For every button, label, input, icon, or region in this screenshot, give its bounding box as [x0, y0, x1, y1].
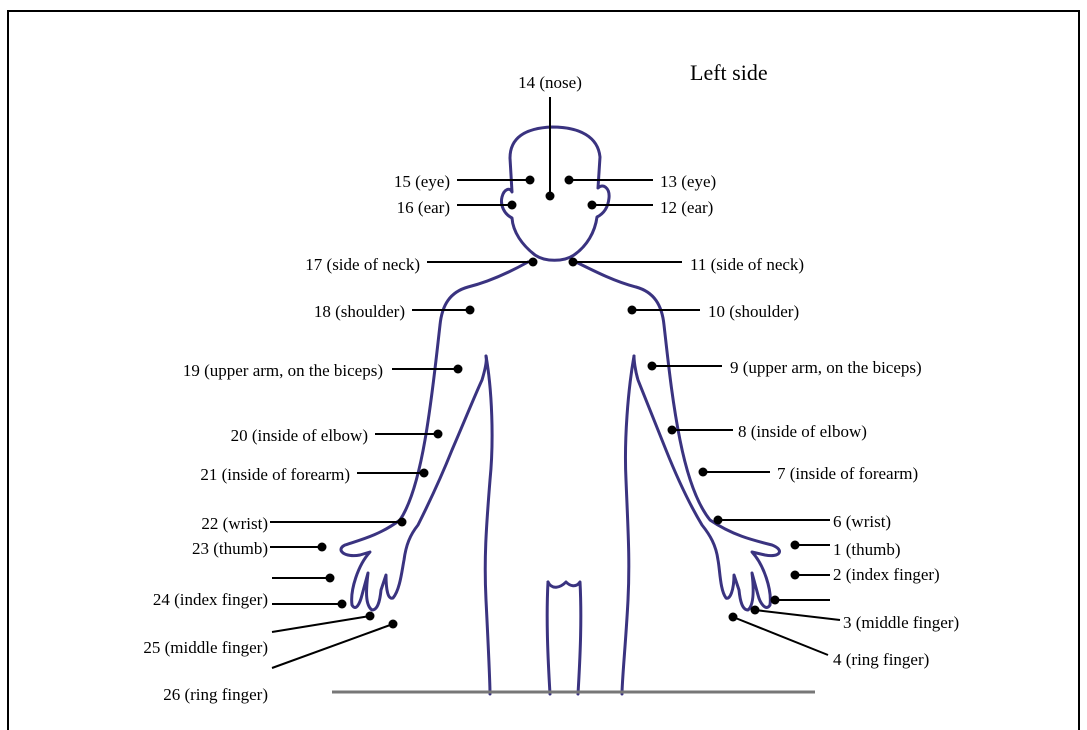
marker-point-25: 25 (middle finger): [143, 612, 374, 658]
marker-point-13: 13 (eye): [565, 172, 717, 191]
point-dot: [699, 468, 708, 477]
point-label: 4 (ring finger): [833, 650, 929, 669]
markers: 1 (thumb) 2 (index finger) 3 (middle finge…: [143, 73, 959, 704]
point-dot: [588, 201, 597, 210]
point-label: 10 (shoulder): [708, 302, 799, 321]
marker-point-17: 17 (side of neck): [305, 255, 537, 274]
marker-point-9: 9 (upper arm, on the biceps): [648, 358, 922, 377]
point-dot: [526, 176, 535, 185]
point-label: 11 (side of neck): [690, 255, 804, 274]
point-label: 15 (eye): [394, 172, 450, 191]
marker-point-6: 6 (wrist): [714, 512, 892, 531]
point-dot: [454, 365, 463, 374]
marker-point-23b: [272, 574, 335, 583]
point-label: 13 (eye): [660, 172, 716, 191]
point-dot: [546, 192, 555, 201]
marker-point-1: 1 (thumb): [791, 540, 901, 559]
point-label: 19 (upper arm, on the biceps): [183, 361, 383, 380]
point-label: 3 (middle finger): [843, 613, 959, 632]
point-label: 22 (wrist): [201, 514, 268, 533]
point-label: 6 (wrist): [833, 512, 891, 531]
marker-point-11: 11 (side of neck): [569, 255, 805, 274]
point-label: 20 (inside of elbow): [231, 426, 368, 445]
point-dot: [668, 426, 677, 435]
point-label: 12 (ear): [660, 198, 713, 217]
marker-point-18: 18 (shoulder): [314, 302, 475, 321]
point-dot: [791, 571, 800, 580]
point-label: 2 (index finger): [833, 565, 940, 584]
marker-point-10: 10 (shoulder): [628, 302, 800, 321]
marker-point-20: 20 (inside of elbow): [231, 426, 443, 445]
point-dot: [366, 612, 375, 621]
point-label: 17 (side of neck): [305, 255, 420, 274]
marker-point-16: 16 (ear): [397, 198, 517, 217]
marker-point-22: 22 (wrist): [201, 514, 406, 533]
point-label: 25 (middle finger): [143, 638, 268, 657]
marker-point-24: 24 (index finger): [153, 590, 347, 609]
marker-point-21: 21 (inside of forearm): [200, 465, 428, 484]
point-label: 21 (inside of forearm): [200, 465, 350, 484]
marker-point-2: 2 (index finger): [791, 565, 940, 584]
point-dot: [398, 518, 407, 527]
point-label: 26 (ring finger): [163, 685, 268, 704]
point-dot: [318, 543, 327, 552]
point-dot: [389, 620, 398, 629]
point-label: 16 (ear): [397, 198, 450, 217]
point-dot: [508, 201, 517, 210]
marker-point-2b: [771, 596, 831, 605]
point-label: 7 (inside of forearm): [777, 464, 918, 483]
point-label: 23 (thumb): [192, 539, 268, 558]
point-label: 18 (shoulder): [314, 302, 405, 321]
leader-line: [755, 610, 840, 620]
diagram-title: Left side: [690, 60, 768, 85]
point-dot: [434, 430, 443, 439]
marker-point-8: 8 (inside of elbow): [668, 422, 867, 441]
point-dot: [565, 176, 574, 185]
leader-line: [272, 624, 393, 668]
point-dot: [326, 574, 335, 583]
point-dot: [771, 596, 780, 605]
point-dot: [729, 613, 738, 622]
marker-point-23: 23 (thumb): [192, 539, 327, 558]
point-dot: [648, 362, 657, 371]
point-label: 24 (index finger): [153, 590, 268, 609]
point-dot: [569, 258, 578, 267]
point-dot: [420, 469, 429, 478]
point-dot: [791, 541, 800, 550]
point-dot: [466, 306, 475, 315]
point-label: 8 (inside of elbow): [738, 422, 867, 441]
point-label: 1 (thumb): [833, 540, 901, 559]
point-label: 9 (upper arm, on the biceps): [730, 358, 922, 377]
leader-line: [733, 617, 828, 655]
point-dot: [628, 306, 637, 315]
marker-point-19: 19 (upper arm, on the biceps): [183, 361, 463, 380]
point-dot: [751, 606, 760, 615]
marker-point-3: 3 (middle finger): [751, 606, 960, 633]
point-label: 14 (nose): [518, 73, 582, 92]
point-dot: [338, 600, 347, 609]
point-dot: [529, 258, 538, 267]
point-dot: [714, 516, 723, 525]
marker-point-15: 15 (eye): [394, 172, 535, 191]
leader-line: [272, 616, 370, 632]
marker-point-7: 7 (inside of forearm): [699, 464, 919, 483]
